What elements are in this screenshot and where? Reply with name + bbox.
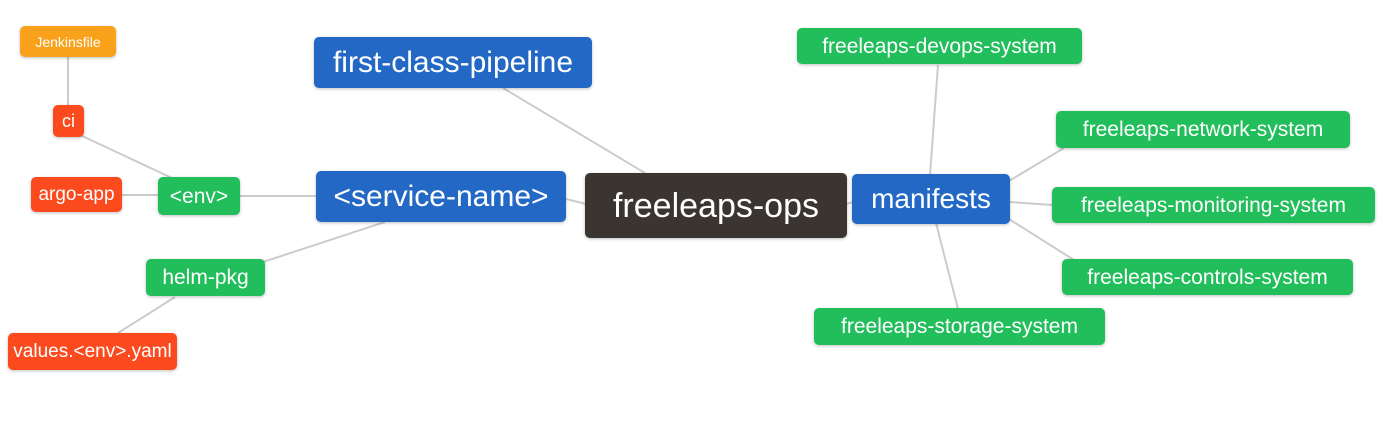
node-controls-system[interactable]: freeleaps-controls-system: [1062, 259, 1353, 295]
node-service-name[interactable]: <service-name>: [316, 171, 566, 222]
edge-manifests-devops-system: [929, 64, 939, 176]
node-monitoring-system[interactable]: freeleaps-monitoring-system: [1052, 187, 1375, 223]
edge-manifests-monitoring-system: [1008, 201, 1054, 206]
edge-ops-manifests: [845, 201, 854, 205]
edge-ci-env: [79, 134, 173, 179]
node-ci[interactable]: ci: [53, 105, 84, 137]
node-manifests[interactable]: manifests: [852, 174, 1010, 224]
node-first-class-pipeline[interactable]: first-class-pipeline: [314, 37, 592, 88]
node-storage-system[interactable]: freeleaps-storage-system: [814, 308, 1105, 345]
node-env[interactable]: <env>: [158, 177, 240, 215]
node-freeleaps-ops[interactable]: freeleaps-ops: [585, 173, 847, 238]
node-network-system[interactable]: freeleaps-network-system: [1056, 111, 1350, 148]
edge-helm-pkg-values-env-yaml: [117, 296, 176, 334]
node-devops-system[interactable]: freeleaps-devops-system: [797, 28, 1082, 64]
node-jenkinsfile[interactable]: Jenkinsfile: [20, 26, 116, 57]
edge-manifests-controls-system: [1008, 218, 1075, 261]
node-helm-pkg[interactable]: helm-pkg: [146, 259, 265, 296]
node-values-env-yaml[interactable]: values.<env>.yaml: [8, 333, 177, 370]
edge-first-class-pipeline-ops: [502, 87, 646, 174]
edge-manifests-network-system: [1008, 147, 1065, 182]
edge-manifests-storage-system: [935, 222, 959, 310]
edge-service-name-ops: [565, 198, 587, 205]
node-argo-app[interactable]: argo-app: [31, 177, 122, 212]
edge-service-name-helm-pkg: [262, 221, 386, 263]
